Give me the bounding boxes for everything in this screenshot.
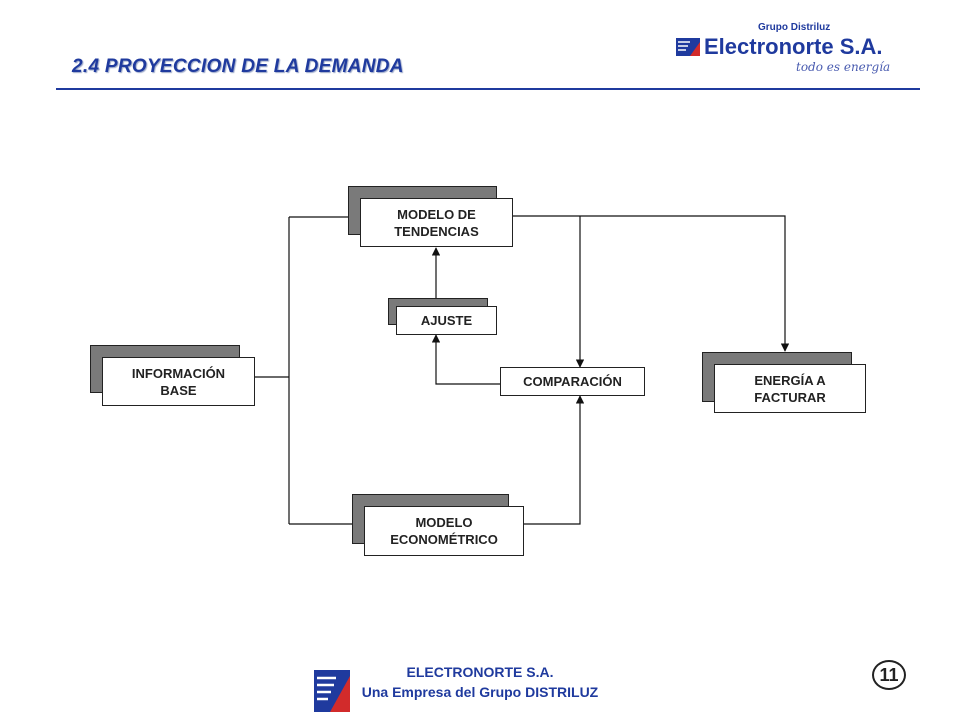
node-energia-facturar: ENERGÍA A FACTURAR — [714, 364, 866, 413]
node-informacion-base: INFORMACIÓN BASE — [102, 357, 255, 406]
node-comparacion: COMPARACIÓN — [500, 367, 645, 396]
footer-logo-icon — [314, 670, 350, 712]
footer-tagline: Una Empresa del Grupo DISTRILUZ — [361, 684, 599, 700]
node-ajuste-label: AJUSTE — [420, 313, 473, 328]
page-number-badge: 11 — [872, 660, 906, 690]
logo-slogan-text: todo es energía — [796, 60, 891, 74]
logo-name-text: Electronorte S.A. — [704, 34, 883, 59]
title-divider — [56, 88, 920, 90]
page-title: 2.4 PROYECCION DE LA DEMANDA — [72, 56, 404, 77]
footer-company: ELECTRONORTE S.A. — [406, 664, 554, 680]
connector-comparacion-to-ajuste — [431, 334, 500, 385]
node-modelo-econometrico: MODELO ECONOMÉTRICO — [364, 506, 524, 556]
node-modelo-tendencias: MODELO DE TENDENCIAS — [360, 198, 513, 247]
node-ajuste: AJUSTE — [396, 306, 497, 335]
node-modelo-econometrico-label: MODELO ECONOMÉTRICO — [390, 515, 498, 547]
node-modelo-tendencias-label: MODELO DE TENDENCIAS — [394, 206, 479, 239]
node-energia-facturar-label: ENERGÍA A FACTURAR — [754, 372, 826, 405]
logo-group-text: Grupo Distriluz — [758, 22, 831, 33]
electronorte-logo-icon — [676, 38, 700, 56]
node-comparacion-label: COMPARACIÓN — [523, 374, 622, 389]
company-logo: Grupo Distriluz Electronorte S.A. todo e… — [676, 22, 916, 82]
node-informacion-base-label: INFORMACIÓN BASE — [131, 365, 226, 398]
connector-econometrico-to-comparacion — [524, 395, 585, 525]
connector-tendencias-to-energia — [513, 215, 790, 352]
